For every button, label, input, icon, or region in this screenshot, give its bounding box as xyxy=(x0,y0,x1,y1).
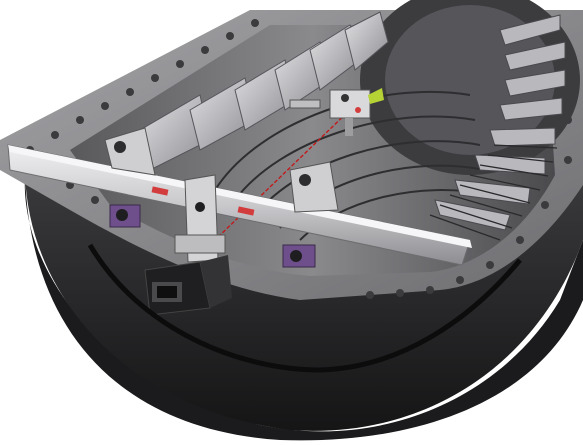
side-clamp-left xyxy=(109,204,141,228)
beam-bracket-right xyxy=(289,161,339,213)
laser-emitter-post xyxy=(174,174,226,263)
bowl-inner-edge xyxy=(87,243,522,373)
beam-marker-right xyxy=(237,206,255,216)
beam-bracket-left xyxy=(104,127,156,176)
flange-bolt-holes xyxy=(26,19,572,299)
beam-marker-left xyxy=(151,186,169,196)
laser-target-assembly xyxy=(289,88,384,136)
side-clamp-right xyxy=(282,244,316,268)
target-accent xyxy=(368,88,384,104)
blade-row-right-fins xyxy=(429,144,558,241)
laser-housing xyxy=(144,255,232,316)
